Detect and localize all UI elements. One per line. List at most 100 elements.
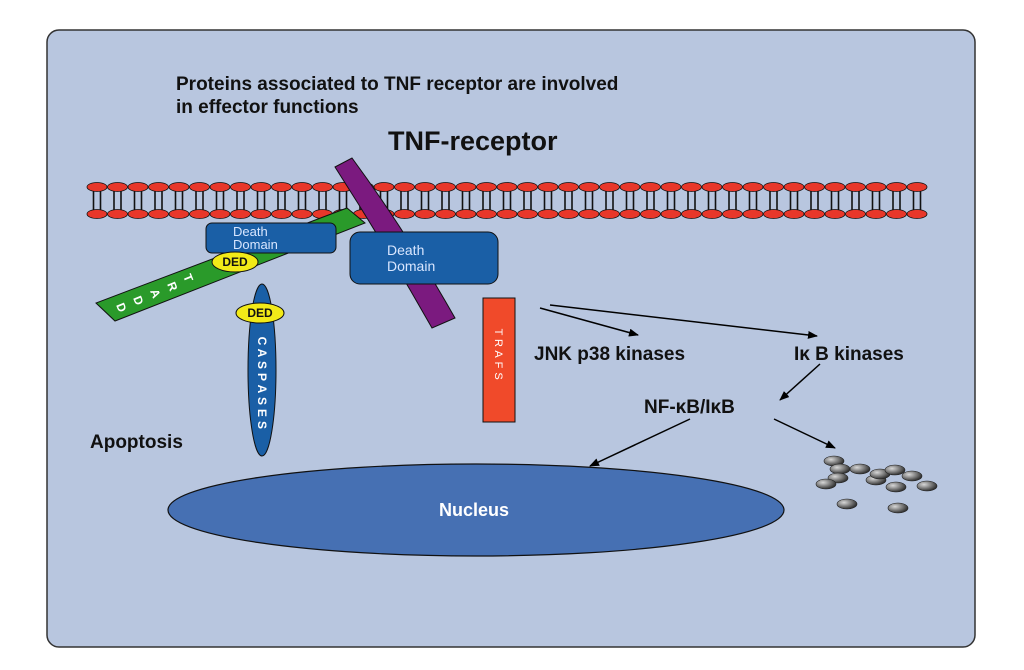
lipid-head: [824, 182, 846, 192]
degraded-particle: [887, 502, 909, 514]
lipid-head: [271, 182, 292, 192]
lipid-head: [435, 209, 456, 219]
ded-upper-label: DED: [222, 255, 248, 269]
lipid-head: [394, 209, 415, 219]
degraded-particle: [815, 478, 837, 490]
lipid-head: [414, 209, 436, 219]
lipid-head: [640, 182, 661, 192]
lipid-head: [804, 182, 825, 192]
arrow-to-degradation: [773, 418, 836, 449]
lipid-head: [681, 209, 702, 219]
lipid-head: [455, 182, 477, 192]
lipid-head: [394, 182, 415, 192]
lipid-head: [722, 182, 743, 192]
lipid-head: [906, 182, 928, 192]
lipid-head: [804, 209, 825, 219]
title-line-1: Proteins associated to TNF receptor are …: [176, 74, 618, 95]
arrow-to-nfkb: [779, 363, 821, 401]
lipid-head: [865, 209, 887, 219]
caspase-protein: [247, 283, 277, 457]
caspases-letter: A: [255, 349, 269, 358]
lipid-head: [230, 182, 251, 192]
lipid-head: [107, 209, 128, 219]
lipid-head: [619, 182, 641, 192]
nucleus: [167, 463, 785, 557]
ikb-kinases-label: Iκ B kinases: [794, 344, 904, 365]
arrow-to-ikb-kinases: [549, 304, 818, 339]
lipid-head: [517, 182, 538, 192]
receptor-label: TNF-receptor: [388, 126, 558, 156]
lipid-head: [599, 182, 620, 192]
lipid-head: [312, 182, 333, 192]
lipid-head: [496, 209, 518, 219]
lipid-head: [701, 182, 723, 192]
lipid-head: [250, 209, 272, 219]
lipid-head: [558, 182, 579, 192]
trafs-letter: F: [492, 362, 504, 369]
lipid-head: [722, 209, 743, 219]
lipid-head: [783, 209, 805, 219]
degraded-ikb-particles: [815, 455, 938, 514]
trafs-letter: S: [492, 372, 504, 379]
lipid-head: [681, 182, 702, 192]
trafs-protein: [482, 297, 516, 423]
ded-lower-label: DED: [247, 306, 273, 320]
trafs-letter: R: [492, 339, 504, 347]
lipid-head: [701, 209, 723, 219]
death-domain-left-line2: Domain: [233, 237, 278, 252]
caspases-letter: E: [255, 409, 269, 417]
lipid-head: [435, 182, 456, 192]
degraded-particle: [885, 481, 907, 493]
nfkb-label: NF-κB/IκB: [644, 397, 735, 418]
jnk-label: JNK p38 kinases: [534, 344, 685, 365]
death-domain-left: [205, 222, 337, 254]
degraded-particle: [836, 498, 858, 510]
degraded-particle: [849, 463, 871, 475]
death-domain-right: [349, 231, 499, 285]
lipid-head: [414, 182, 436, 192]
lipid-head: [845, 209, 866, 219]
lipid-head: [168, 209, 190, 219]
lipid-head: [189, 209, 210, 219]
lipid-head: [209, 182, 231, 192]
degraded-particle: [916, 480, 938, 492]
lipid-head: [250, 182, 272, 192]
lipid-head: [127, 182, 149, 192]
lipid-head: [578, 182, 600, 192]
lipid-head: [209, 209, 231, 219]
caspases-letter: P: [255, 373, 269, 381]
lipid-head: [373, 182, 395, 192]
title-line-2: in effector functions: [176, 97, 359, 118]
lipid-head: [291, 209, 313, 219]
lipid-head: [455, 209, 477, 219]
lipid-head: [824, 209, 846, 219]
lipid-head: [476, 209, 497, 219]
lipid-head: [107, 182, 128, 192]
lipid-head: [148, 209, 169, 219]
lipid-head: [619, 209, 641, 219]
lipid-head: [578, 209, 600, 219]
lipid-head: [886, 182, 907, 192]
lipid-head: [537, 209, 559, 219]
lipid-head: [660, 209, 682, 219]
lipid-head: [168, 182, 190, 192]
trafs-letter: T: [492, 329, 504, 336]
lipid-head: [783, 182, 805, 192]
lipid-head: [845, 182, 866, 192]
ded-upper: [211, 251, 259, 273]
lipid-head: [865, 182, 887, 192]
caspases-letter: C: [255, 337, 269, 346]
lipid-head: [517, 209, 538, 219]
caspases-letter: S: [255, 397, 269, 405]
lipid-head: [537, 182, 559, 192]
ded-lower: [235, 302, 285, 324]
nucleus-label: Nucleus: [439, 500, 509, 520]
lipid-head: [127, 209, 149, 219]
death-domain-left-line1: Death: [233, 224, 268, 239]
lipid-head: [558, 209, 579, 219]
lipid-head: [189, 182, 210, 192]
arrow-to-jnk: [539, 307, 639, 337]
lipid-head: [906, 209, 928, 219]
trafs-letter: A: [492, 350, 504, 358]
